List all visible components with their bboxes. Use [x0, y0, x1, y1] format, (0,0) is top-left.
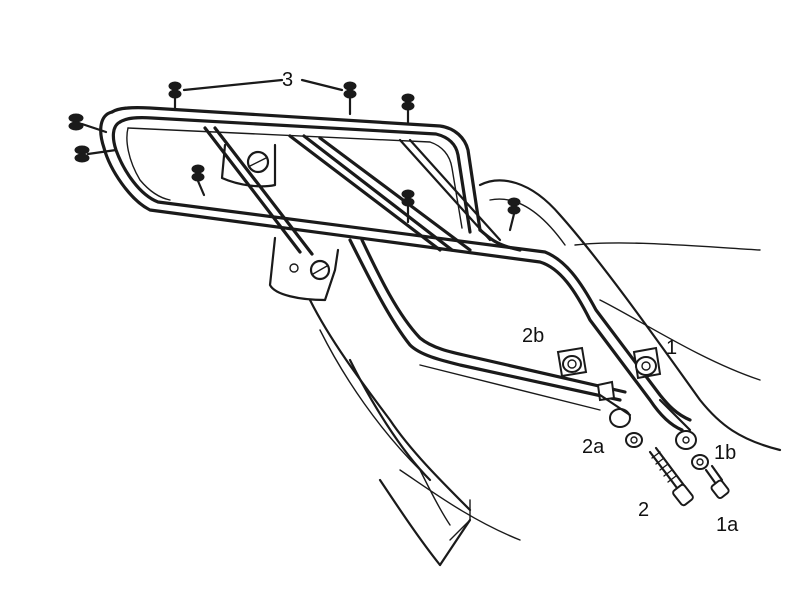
fastener-3b — [343, 81, 357, 116]
fastener-3e — [74, 145, 118, 163]
callout-1: 1 — [666, 337, 678, 359]
fastener-3a — [168, 81, 182, 112]
mounting-bracket-upper — [220, 143, 277, 188]
callout-2b: 2b — [522, 325, 545, 347]
fastener-3c — [401, 93, 415, 124]
callout-2: 2 — [638, 499, 650, 521]
fastener-group-3 — [68, 81, 521, 232]
callout-1b: 1b — [714, 442, 737, 464]
bolt-1a — [704, 464, 730, 499]
motorcycle-body-outline — [308, 179, 782, 567]
washer-1b — [675, 430, 709, 470]
spacer-2b — [556, 346, 588, 378]
callout-2a: 2a — [582, 436, 605, 458]
fastener-3d — [68, 113, 108, 134]
fastener-3h — [507, 197, 521, 232]
fastener-3g — [401, 189, 415, 224]
bolt-2 — [648, 446, 694, 507]
rear-mount-tubes — [598, 393, 692, 432]
callout-3: 3 — [282, 69, 294, 91]
rack-frame — [99, 106, 692, 432]
callout-1a: 1a — [716, 514, 739, 536]
mounting-bracket-center — [268, 236, 340, 302]
spacer-1 — [632, 346, 662, 380]
fastener-3f — [191, 164, 206, 197]
leader-lines-3 — [182, 78, 344, 92]
spacer-2a — [596, 380, 643, 448]
